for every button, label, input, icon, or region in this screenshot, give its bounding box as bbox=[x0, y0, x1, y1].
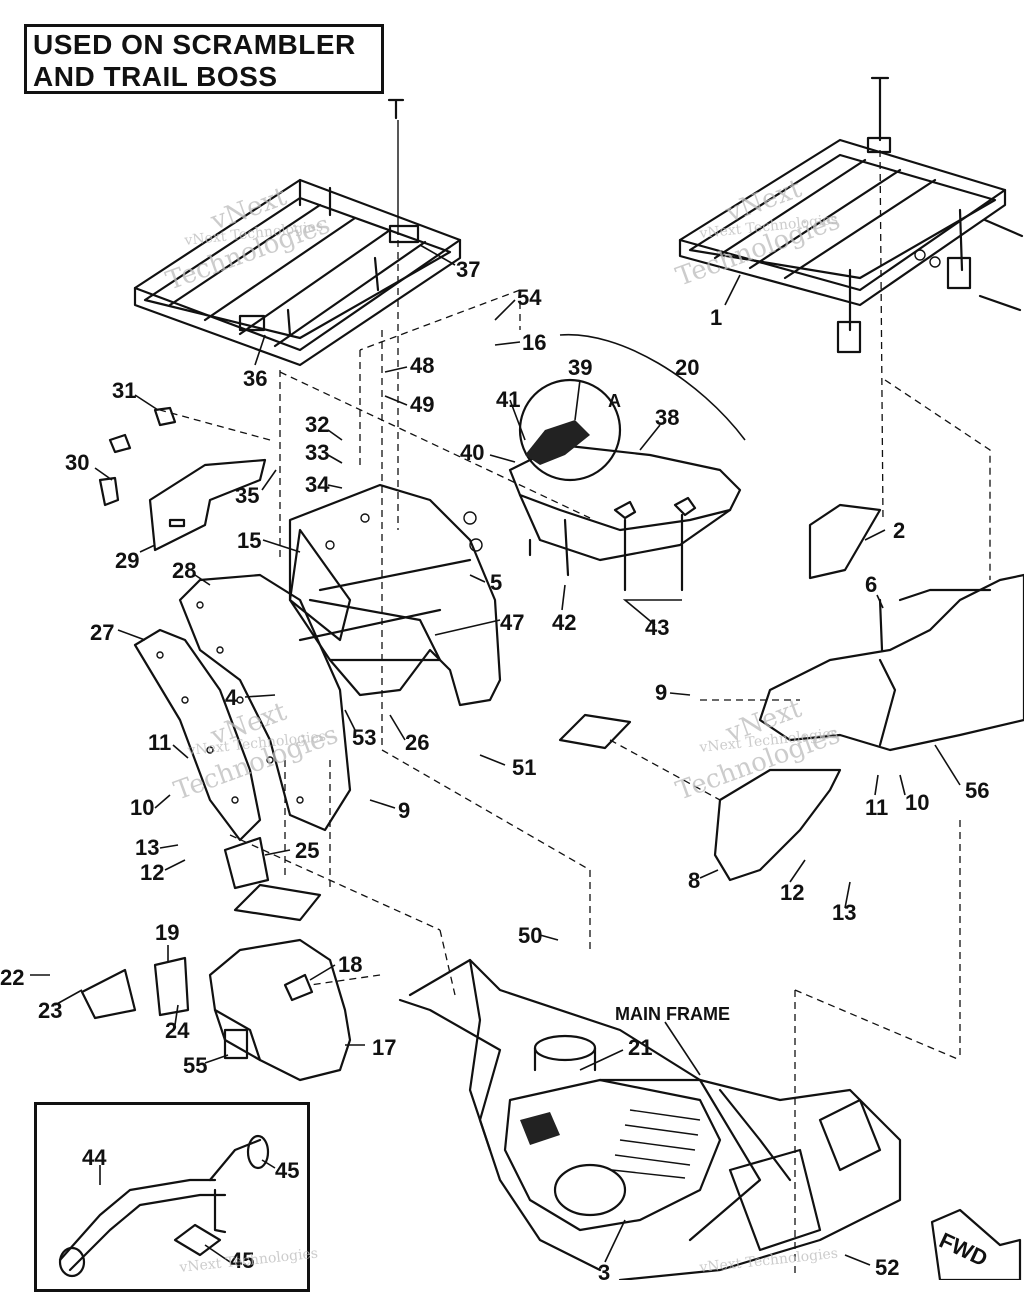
main-frame-label: MAIN FRAME bbox=[615, 1004, 730, 1024]
callout-11-left: 11 bbox=[148, 730, 171, 755]
callout-18: 18 bbox=[338, 952, 362, 977]
callout-37: 37 bbox=[456, 257, 480, 282]
callout-22: 22 bbox=[0, 965, 24, 990]
title-box: USED ON SCRAMBLER AND TRAIL BOSS bbox=[24, 24, 384, 94]
callout-51: 51 bbox=[512, 755, 536, 780]
callout-24: 24 bbox=[165, 1018, 190, 1043]
chain-guard bbox=[98, 406, 267, 552]
callout-30: 30 bbox=[65, 450, 89, 475]
callout-11-right: 11 bbox=[865, 795, 888, 820]
callout-6: 6 bbox=[865, 572, 877, 597]
watermark-6: vNext Technologies bbox=[698, 1246, 839, 1277]
callout-4: 4 bbox=[225, 685, 238, 710]
splash-guard-left bbox=[133, 573, 352, 842]
callout-52: 52 bbox=[875, 1255, 899, 1280]
callout-numbers: 1 2 3 4 5 6 8 9 9 9 10 10 11 11 12 12 13… bbox=[0, 257, 989, 1280]
callout-36: 36 bbox=[243, 366, 267, 391]
callout-13-right: 13 bbox=[832, 900, 856, 925]
callout-42: 42 bbox=[552, 610, 576, 635]
callout-12-right: 12 bbox=[780, 880, 804, 905]
callout-45-upper: 45 bbox=[275, 1158, 299, 1183]
callout-33: 33 bbox=[305, 440, 329, 465]
callout-12-left: 12 bbox=[140, 860, 164, 885]
title-line-2: AND TRAIL BOSS bbox=[33, 61, 278, 92]
callout-28: 28 bbox=[172, 558, 196, 583]
callout-50: 50 bbox=[518, 923, 542, 948]
fwd-label: FWD bbox=[936, 1227, 992, 1271]
callout-48: 48 bbox=[410, 353, 434, 378]
callout-29: 29 bbox=[115, 548, 139, 573]
callout-31: 31 bbox=[112, 378, 136, 403]
callout-20: 20 bbox=[675, 355, 699, 380]
callout-10-left: 10 bbox=[130, 795, 154, 820]
callout-13-left: 13 bbox=[135, 835, 159, 860]
callout-38: 38 bbox=[655, 405, 679, 430]
callout-5: 5 bbox=[490, 570, 502, 595]
callout-3: 3 bbox=[598, 1260, 610, 1280]
callout-26: 26 bbox=[405, 730, 429, 755]
assembly-lines bbox=[159, 98, 991, 1275]
callout-1: 1 bbox=[710, 305, 722, 330]
fwd-arrow: FWD bbox=[930, 1208, 1022, 1280]
front-fender bbox=[713, 503, 1024, 882]
oil-tank bbox=[80, 938, 352, 1082]
callout-45-lower: 45 bbox=[230, 1248, 254, 1273]
rear-rack-left bbox=[133, 178, 462, 367]
callout-47: 47 bbox=[500, 610, 524, 635]
callout-leaders bbox=[30, 244, 961, 1266]
callout-32: 32 bbox=[305, 412, 329, 437]
callout-21: 21 bbox=[628, 1035, 652, 1060]
callout-9-front: 9 bbox=[655, 680, 667, 705]
callout-2: 2 bbox=[893, 518, 905, 543]
callout-41: 41 bbox=[496, 387, 520, 412]
callout-25: 25 bbox=[295, 838, 319, 863]
callout-54: 54 bbox=[517, 285, 542, 310]
footrest-plates bbox=[223, 713, 632, 922]
callout-23: 23 bbox=[38, 998, 62, 1023]
engine bbox=[503, 1078, 722, 1232]
callout-56: 56 bbox=[965, 778, 989, 803]
title-line-1: USED ON SCRAMBLER bbox=[33, 29, 356, 60]
seat-assembly bbox=[508, 333, 746, 592]
callout-8: 8 bbox=[688, 868, 700, 893]
callout-49: 49 bbox=[410, 392, 434, 417]
callout-10-right: 10 bbox=[905, 790, 929, 815]
callout-17: 17 bbox=[372, 1035, 396, 1060]
callout-39: 39 bbox=[568, 355, 592, 380]
callout-43: 43 bbox=[645, 615, 669, 640]
callout-16: 16 bbox=[522, 330, 546, 355]
rear-fender bbox=[288, 483, 502, 707]
main-frame bbox=[398, 958, 902, 1280]
callout-53: 53 bbox=[352, 725, 376, 750]
rear-rack-right bbox=[678, 76, 1024, 354]
callout-27: 27 bbox=[90, 620, 114, 645]
callout-40: 40 bbox=[460, 440, 484, 465]
detail-a-marker: A bbox=[608, 391, 621, 411]
callout-9-left: 9 bbox=[398, 798, 410, 823]
inset-brake-lever bbox=[58, 1134, 270, 1278]
callout-15: 15 bbox=[237, 528, 261, 553]
callout-35: 35 bbox=[235, 483, 259, 508]
callout-19: 19 bbox=[155, 920, 179, 945]
callout-34: 34 bbox=[305, 472, 330, 497]
callout-44: 44 bbox=[82, 1145, 107, 1170]
callout-55: 55 bbox=[183, 1053, 207, 1078]
